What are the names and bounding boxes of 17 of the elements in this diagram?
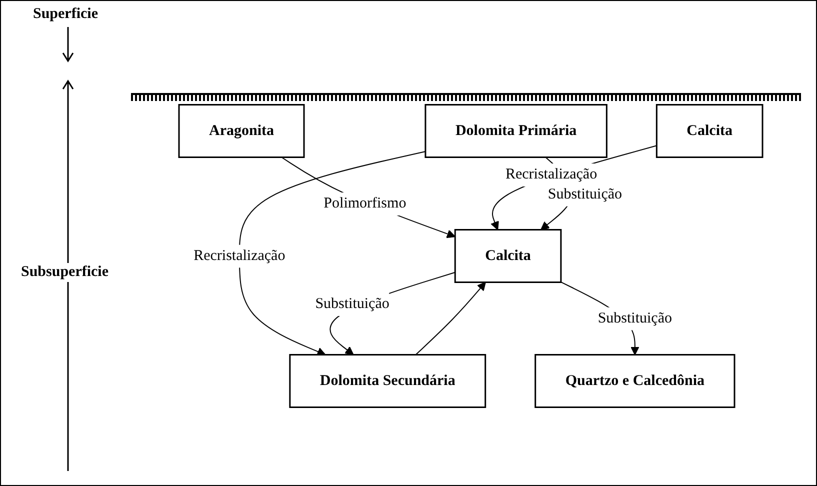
surface-label: Superficie <box>33 5 98 24</box>
node-box: Dolomita Secundária <box>289 354 486 408</box>
subsurface-label: Subsuperficie <box>21 263 109 282</box>
arrow <box>239 150 426 356</box>
edge-label: Recristalização <box>194 248 286 264</box>
edge-label: Substituição <box>548 186 622 202</box>
edge-label: Recristalização <box>506 166 598 182</box>
node-box: Calcita <box>454 229 562 283</box>
node-box: Quartzo e Calcedônia <box>534 354 736 408</box>
edge-label: Polimorfismo <box>324 195 406 212</box>
node-box: Aragonita <box>178 104 305 158</box>
edge-label: Substituição <box>315 296 390 312</box>
arrow <box>281 156 456 238</box>
node-box: Calcita <box>656 104 764 158</box>
edge-label: Substituição <box>598 310 672 326</box>
node-box: Dolomita Primária <box>424 104 608 158</box>
arrow <box>415 282 486 356</box>
